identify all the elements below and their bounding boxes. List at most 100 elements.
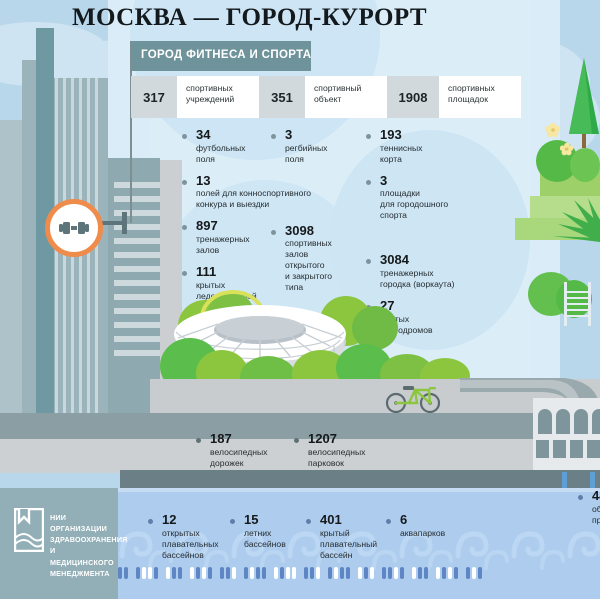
bullet-dot <box>578 495 583 500</box>
bullet-dot <box>366 259 371 265</box>
bullet-dot <box>148 519 153 524</box>
bullet-dot <box>386 519 391 524</box>
lane-marker-strip <box>118 566 600 580</box>
list-item-label: теннисных корта <box>380 142 423 164</box>
bush-shape <box>570 148 600 182</box>
list-item: 897 тренажерных залов <box>182 219 302 256</box>
list-item-number: 13 <box>196 172 211 188</box>
bullet-dot <box>182 179 187 185</box>
bullet-dot <box>271 229 276 235</box>
list-item-label: площадки для городошного спорта <box>380 188 449 221</box>
list-item-number: 401 <box>320 512 342 527</box>
arched-building-arches <box>538 409 600 434</box>
stat-label: спортивных учреждений <box>177 76 259 118</box>
list-item-number: 6 <box>400 512 408 527</box>
flower-icon <box>545 122 561 138</box>
bullet-dot <box>230 519 235 524</box>
logo-line-3: ЗДРАВООХРАНЕНИЯ <box>50 535 128 545</box>
bullet-dot <box>182 134 187 139</box>
cycling-stats: 187 велосипедных дорожек <box>196 432 296 478</box>
list-item-number: 3 <box>285 127 293 142</box>
bullet-dot <box>366 179 371 185</box>
tree-icon <box>569 58 599 148</box>
road-ramp <box>460 378 600 426</box>
water-stat: 6 аквапарков <box>386 513 456 548</box>
stat-number: 351 <box>259 76 305 118</box>
list-item: 34 футбольных поля <box>182 128 302 165</box>
section-banner-label: ГОРОД ФИТНЕСА И СПОРТА <box>141 49 312 61</box>
list-item-number: 111 <box>196 263 217 279</box>
list-item-label: тренажерных городка (воркаута) <box>380 267 455 289</box>
dumbbell-icon <box>59 222 89 234</box>
badge-arm-weight <box>122 212 127 234</box>
fence-icon <box>564 282 591 326</box>
list-item-number: 193 <box>380 127 402 142</box>
arched-building-windows <box>536 440 600 458</box>
list-item-label: футбольных поля <box>196 142 246 164</box>
footer-panel <box>0 488 118 599</box>
logo-line-1: НИИ <box>50 513 67 522</box>
bullet-dot <box>306 519 311 524</box>
flower-icon <box>560 142 574 156</box>
list-item: 15 летних бассейнов <box>230 513 300 550</box>
path-lower <box>0 439 600 473</box>
section-banner: ГОРОД ФИТНЕСА И СПОРТА <box>131 41 311 71</box>
list-item: 3 регбийных поля <box>271 128 361 165</box>
list-item-number: 3 <box>380 172 388 188</box>
page-title: МОСКВА — ГОРОД-КУРОРТ <box>72 4 427 31</box>
list-item: 3084 тренажерных городка (воркаута) <box>366 253 486 290</box>
bullet-dot <box>182 225 187 231</box>
list-item: 193 теннисных корта <box>366 128 486 165</box>
list-item: 3098 спортивных залов открытого и закрыт… <box>271 223 361 294</box>
list-item-number: 34 <box>196 127 211 142</box>
list-item-label: полей для конноспортивного конкура и вые… <box>196 188 312 210</box>
list-item-label: велосипедных парковок <box>308 446 366 468</box>
list-item-label: летних бассейнов <box>244 527 286 549</box>
list-item-number: 1207 <box>308 431 337 446</box>
list-item: 13 полей для конноспортивного конкура и … <box>182 172 322 211</box>
facilities-column-mid: 3 регбийных поля 3098 спортивных залов о… <box>271 128 361 302</box>
list-item: 6 аквапарков <box>386 513 456 539</box>
water-stat-cropped: 44 обо при <box>578 489 600 535</box>
building-window-rows <box>114 182 160 418</box>
bullet-dot <box>196 438 201 443</box>
list-item: 12 открытых плавательных бассейнов <box>148 513 226 561</box>
bullet-dot <box>271 134 276 139</box>
list-item: 3 площадки для городошного спорта <box>366 172 486 222</box>
quay-wall <box>120 470 600 490</box>
quay-post <box>562 472 567 490</box>
list-item-label: крытый плавательный бассейн <box>320 527 378 560</box>
bicycle-icon <box>385 386 441 413</box>
bullet-dot <box>366 134 371 139</box>
list-item-label: аквапарков <box>400 527 446 538</box>
badge-arm <box>101 221 127 225</box>
stat-number: 317 <box>131 76 177 118</box>
list-item-number: 187 <box>210 431 232 446</box>
cycling-stats: 1207 велосипедных парковок <box>294 432 394 478</box>
quay-post <box>590 472 595 490</box>
stat-label: спортивных площадок <box>439 76 521 118</box>
stat-label: спортивный объект <box>305 76 387 118</box>
stat-number: 1908 <box>387 76 439 118</box>
banner-pole <box>130 41 132 223</box>
list-item-label: регбийных поля <box>285 142 328 164</box>
list-item-number: 3084 <box>380 252 409 268</box>
logo-line-2: ОРГАНИЗАЦИИ <box>50 524 108 534</box>
list-item-number: 12 <box>162 512 177 527</box>
water-stat: 401 крытый плавательный бассейн <box>306 513 386 570</box>
bullet-dot <box>182 270 187 276</box>
footer-logo-text: НИИ ОРГАНИЗАЦИИ ЗДРАВООХРАНЕНИЯ И МЕДИЦИ… <box>50 512 128 579</box>
logo-line-4: И МЕДИЦИНСКОГО <box>50 546 114 567</box>
list-item-number: 27 <box>380 297 395 313</box>
list-item-number: 15 <box>244 512 259 527</box>
tree-shape <box>352 306 398 350</box>
list-item-label: тренажерных залов <box>196 233 250 255</box>
grass-icon <box>552 198 600 242</box>
list-item-label: спортивных залов открытого и закрытого т… <box>285 238 332 293</box>
water-surface-line <box>0 488 600 492</box>
list-item: 44 обо при <box>578 489 600 526</box>
book-icon <box>14 508 44 552</box>
water-stat: 15 летних бассейнов <box>230 513 300 559</box>
list-item: 187 велосипедных дорожек <box>196 432 296 469</box>
